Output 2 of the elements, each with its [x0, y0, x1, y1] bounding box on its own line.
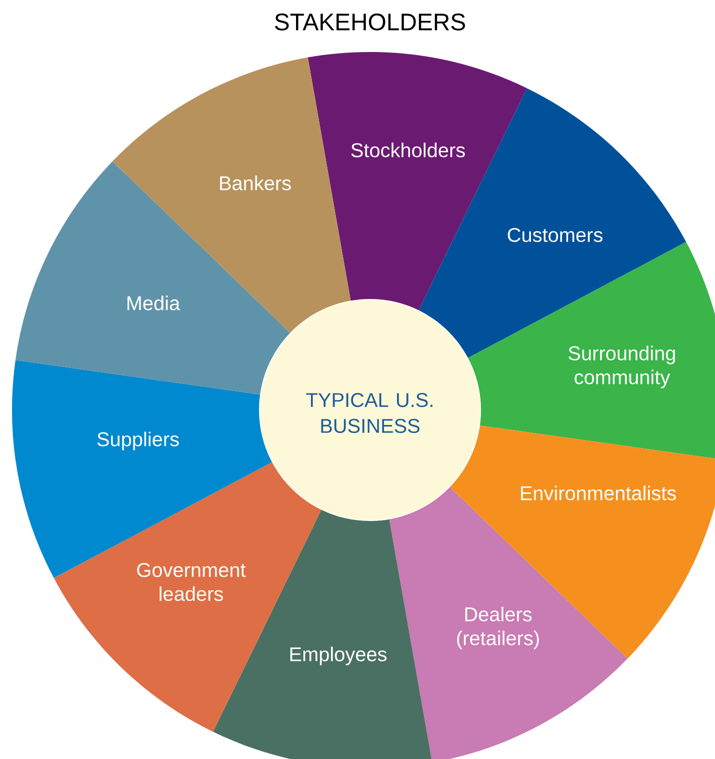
wheel-segment: Surrounding community	[468, 242, 715, 460]
title: STAKEHOLDERS	[274, 14, 465, 30]
